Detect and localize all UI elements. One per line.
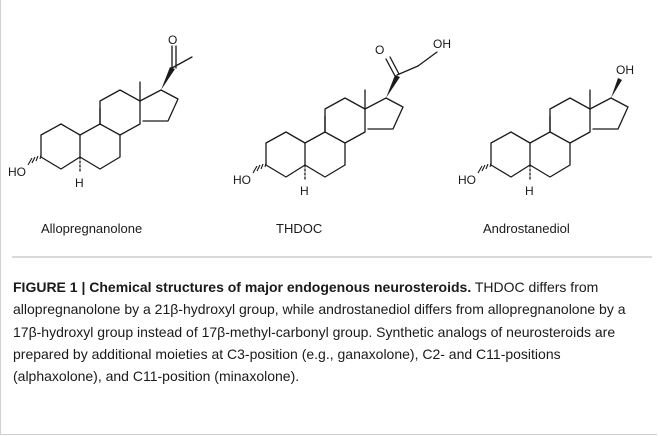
atom-label-o: O bbox=[375, 43, 384, 57]
atom-label-o: O bbox=[168, 33, 177, 47]
chemical-structures-drawing: O HO H O OH HO H bbox=[8, 33, 634, 198]
atom-label-h: H bbox=[300, 184, 309, 198]
atom-label-ho: HO bbox=[233, 173, 251, 187]
structure-androstanediol: OH HO H bbox=[458, 63, 634, 198]
caption-divider bbox=[12, 256, 652, 258]
atom-label-ho: HO bbox=[8, 165, 26, 179]
caption-body: THDOC differs from allopregnanolone by a… bbox=[13, 279, 626, 385]
atom-label-oh: OH bbox=[616, 63, 634, 77]
compound-name-androstanediol: Androstanediol bbox=[483, 221, 570, 236]
atom-label-h: H bbox=[75, 176, 84, 190]
structure-thdoc: O OH HO H bbox=[233, 37, 451, 198]
caption-title: FIGURE 1 | Chemical structures of major … bbox=[13, 279, 472, 295]
atom-label-ho: HO bbox=[458, 173, 476, 187]
structure-allopregnanolone: O HO H bbox=[8, 33, 193, 190]
atom-label-h: H bbox=[525, 184, 534, 198]
atom-label-oh: OH bbox=[433, 37, 451, 51]
compound-name-allopregnanolone: Allopregnanolone bbox=[41, 221, 143, 236]
compound-name-thdoc: THDOC bbox=[276, 221, 323, 236]
figure-caption: FIGURE 1 | Chemical structures of major … bbox=[13, 276, 653, 387]
